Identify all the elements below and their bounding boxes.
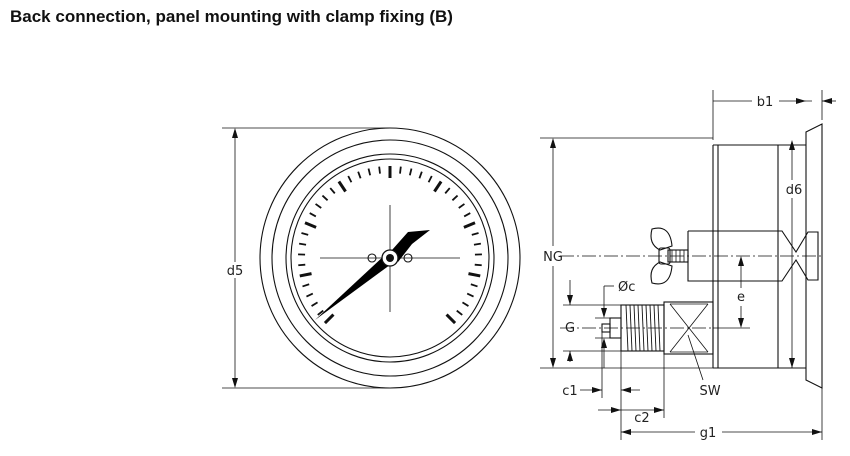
dial-minor-tick <box>466 292 474 298</box>
pointer-tail <box>392 230 430 262</box>
dial-minor-tick <box>451 194 459 201</box>
d5-arrow-top <box>232 128 238 138</box>
dial-minor-tick <box>309 212 317 218</box>
dial-major-tick <box>433 180 443 193</box>
dial-minor-tick <box>347 175 353 183</box>
label-G: G <box>565 321 575 336</box>
dial-minor-tick <box>301 232 309 236</box>
dial-minor-tick <box>315 203 322 209</box>
e-arrow-bottom <box>738 318 744 328</box>
c2-arrow-left <box>611 407 621 413</box>
pointer-hub-center <box>386 254 394 262</box>
dial-major-tick <box>299 272 312 278</box>
page-title: Back connection, panel mounting with cla… <box>10 7 453 26</box>
label-g1: g1 <box>700 426 717 441</box>
c1-arrow-right <box>621 387 631 393</box>
g1-arrow-right <box>812 429 822 435</box>
dimension-d5: d5 <box>222 127 390 389</box>
d6-arrow-bottom <box>789 358 795 368</box>
dimension-b1: b1 <box>712 90 836 140</box>
dimension-d6: d6 <box>786 140 803 368</box>
dimension-phi-c: Øc <box>595 280 635 368</box>
g1-arrow-left <box>621 429 631 435</box>
dimension-SW: SW <box>687 334 721 399</box>
dial-minor-tick <box>418 171 423 179</box>
dial-minor-tick <box>444 187 451 194</box>
dial-scale-ticks <box>298 166 482 325</box>
dial-minor-tick <box>329 187 336 194</box>
wing-nut-lower <box>650 261 673 285</box>
clamp-bracket <box>687 230 819 282</box>
dimension-G: G <box>563 280 621 362</box>
b1-arrow-outside <box>822 98 832 104</box>
dial-minor-tick <box>471 232 479 236</box>
dial-minor-tick <box>311 301 318 307</box>
dial-minor-tick <box>427 175 433 183</box>
dial-minor-tick <box>298 242 307 246</box>
c1-arrow-left <box>592 387 602 393</box>
dial-minor-tick <box>298 263 306 267</box>
G-arrow-bottom <box>567 351 573 361</box>
label-b1: b1 <box>757 95 774 110</box>
dimension-e: e <box>713 256 750 329</box>
NG-arrow-bottom <box>550 358 556 368</box>
dial-minor-tick <box>321 194 329 201</box>
dial-minor-tick <box>399 166 402 174</box>
hub-pin-right <box>403 253 413 263</box>
wing-nut-upper <box>650 227 673 251</box>
dial-major-tick <box>337 180 347 193</box>
gauge-side-view <box>560 123 823 389</box>
dimension-c1: c1 <box>562 332 640 412</box>
NG-arrow-top <box>550 138 556 148</box>
label-c2: c2 <box>634 411 649 426</box>
d5-arrow-bottom <box>232 378 238 388</box>
dial-minor-tick <box>408 168 413 176</box>
hub-pin-left <box>367 253 377 263</box>
c2-arrow-right <box>654 407 664 413</box>
dial-minor-tick <box>473 242 482 246</box>
dial-minor-tick <box>302 283 310 288</box>
thread-line <box>645 304 649 352</box>
label-d6: d6 <box>786 183 803 198</box>
label-SW: SW <box>699 384 720 399</box>
phi-c-arrow-bottom <box>601 338 607 348</box>
dimension-NG: NG <box>540 137 713 369</box>
b1-arrow-right <box>796 98 806 104</box>
dial-major-tick <box>304 221 317 229</box>
dial-minor-tick <box>458 203 465 209</box>
label-d5: d5 <box>227 264 244 279</box>
dial-minor-tick <box>306 292 314 298</box>
e-arrow-top <box>738 256 744 266</box>
dial-minor-tick <box>378 166 381 174</box>
dial-minor-tick <box>317 309 324 316</box>
dial-minor-tick <box>470 283 478 288</box>
dial-minor-tick <box>456 309 463 316</box>
dial-minor-tick <box>463 212 471 218</box>
dial-major-tick <box>323 313 335 325</box>
d6-arrow-top <box>789 140 795 150</box>
dial-major-tick <box>468 272 481 278</box>
label-NG: NG <box>543 250 563 265</box>
pointer-needle <box>315 254 394 320</box>
dial-minor-tick <box>357 171 362 179</box>
gauge-bezel-ring <box>271 139 509 377</box>
gauge-window-inner <box>290 158 490 358</box>
label-c1: c1 <box>562 384 577 399</box>
label-e: e <box>737 290 745 305</box>
dial-minor-tick <box>474 263 482 267</box>
dial-minor-tick <box>367 168 372 176</box>
gauge-window-outer <box>285 153 495 363</box>
dial-major-tick <box>445 313 457 325</box>
G-arrow-top <box>567 295 573 305</box>
dimension-c2: c2 <box>598 354 665 426</box>
phi-c-arrow-top <box>601 308 607 318</box>
dial-major-tick <box>463 221 476 229</box>
gauge-front-view <box>259 127 521 389</box>
label-phi-c: Øc <box>618 280 635 295</box>
SW-leader <box>687 334 704 381</box>
dimension-g1: g1 <box>620 388 823 441</box>
dial-minor-tick <box>462 301 469 307</box>
